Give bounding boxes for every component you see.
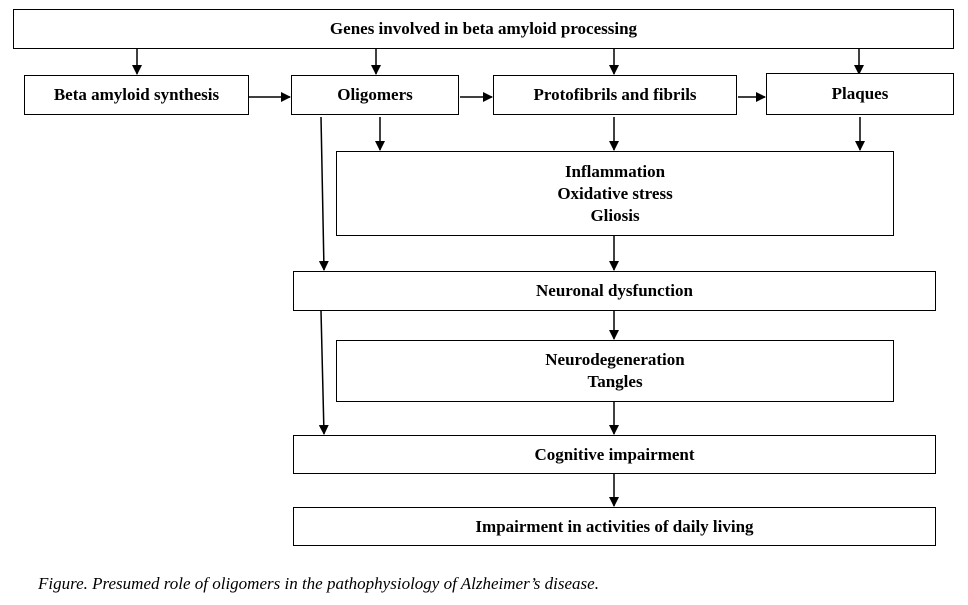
node-inflammation: Inflammation Oxidative stress Gliosis — [336, 151, 894, 236]
node-synthesis-label: Beta amyloid synthesis — [53, 85, 220, 104]
arrow-oligomers-to-neuronal — [318, 116, 329, 271]
node-neuronal-dysfunction: Neuronal dysfunction — [293, 271, 936, 311]
node-protofibrils: Protofibrils and fibrils — [493, 75, 737, 115]
node-oligomers: Oligomers — [291, 75, 459, 115]
node-plaques-label: Plaques — [831, 84, 889, 103]
node-protofibrils-label: Protofibrils and fibrils — [533, 85, 697, 104]
node-cognitive-label: Cognitive impairment — [534, 444, 695, 464]
node-cognitive-impairment: Cognitive impairment — [293, 435, 936, 474]
node-neuronal-label: Neuronal dysfunction — [536, 281, 693, 300]
node-neurodegeneration: Neurodegeneration Tangles — [336, 340, 894, 402]
node-genes-label: Genes involved in beta amyloid processin… — [329, 19, 638, 38]
figure-caption: Figure. Presumed role of oligomers in th… — [38, 574, 599, 593]
node-neurodegeneration-line-1: Neurodegeneration — [545, 350, 685, 369]
node-inflammation-line-2: Oxidative stress — [557, 183, 673, 203]
node-genes: Genes involved in beta amyloid processin… — [13, 9, 954, 49]
node-inflammation-line-3: Gliosis — [590, 205, 640, 225]
node-oligomers-label: Oligomers — [337, 85, 413, 104]
arrow-oligomers-to-cognitive — [318, 310, 329, 435]
node-plaques: Plaques — [766, 73, 954, 115]
node-daily-living-label: Impairment in activities of daily living — [475, 516, 754, 536]
node-inflammation-line-1: Inflammation — [564, 161, 666, 181]
node-neurodegeneration-line-2: Tangles — [587, 372, 643, 391]
node-beta-amyloid-synthesis: Beta amyloid synthesis — [24, 75, 249, 115]
node-daily-living: Impairment in activities of daily living — [293, 507, 936, 546]
